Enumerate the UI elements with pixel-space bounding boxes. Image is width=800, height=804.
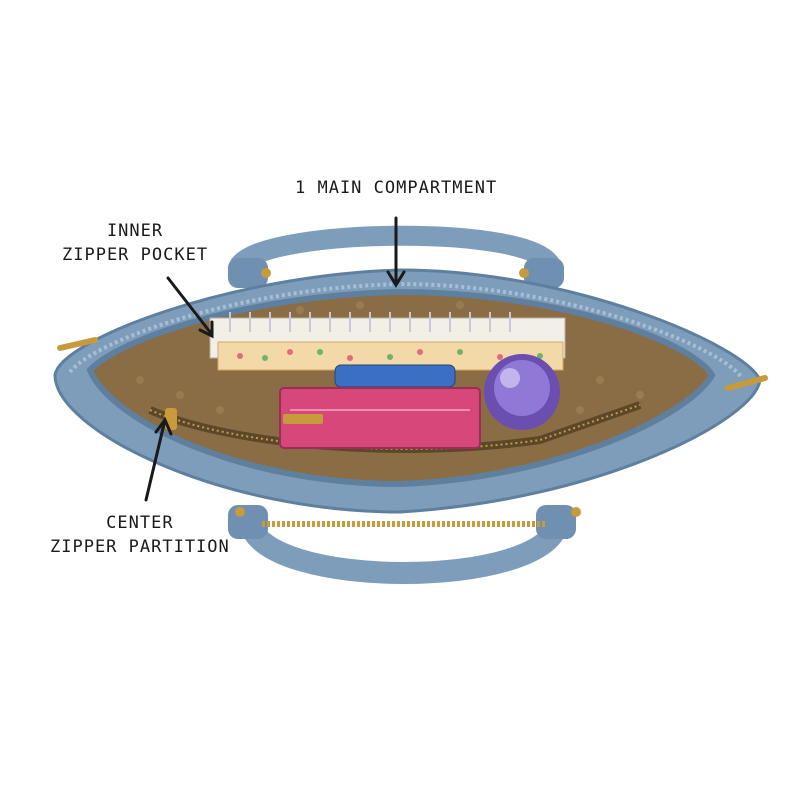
phone: [334, 364, 456, 388]
wallet: [279, 387, 481, 449]
callout-center-line1: CENTER: [106, 513, 174, 533]
callout-arrows: [144, 216, 406, 502]
callout-center-zipper-partition: CENTER ZIPPER PARTITION: [50, 511, 230, 559]
callout-inner-line2: ZIPPER POCKET: [62, 245, 209, 265]
callout-inner-line1: INNER: [106, 221, 164, 241]
arrow-center-partition: [144, 422, 166, 502]
front-handle: [239, 511, 569, 584]
callout-main-line1: 1 MAIN COMPARTMENT: [295, 178, 498, 198]
callout-center-line2: ZIPPER PARTITION: [50, 537, 230, 557]
arrow-inner-pocket: [166, 276, 212, 334]
callout-inner-zipper-pocket: INNER ZIPPER POCKET: [62, 219, 208, 267]
callout-main-compartment: 1 MAIN COMPARTMENT: [295, 176, 497, 200]
